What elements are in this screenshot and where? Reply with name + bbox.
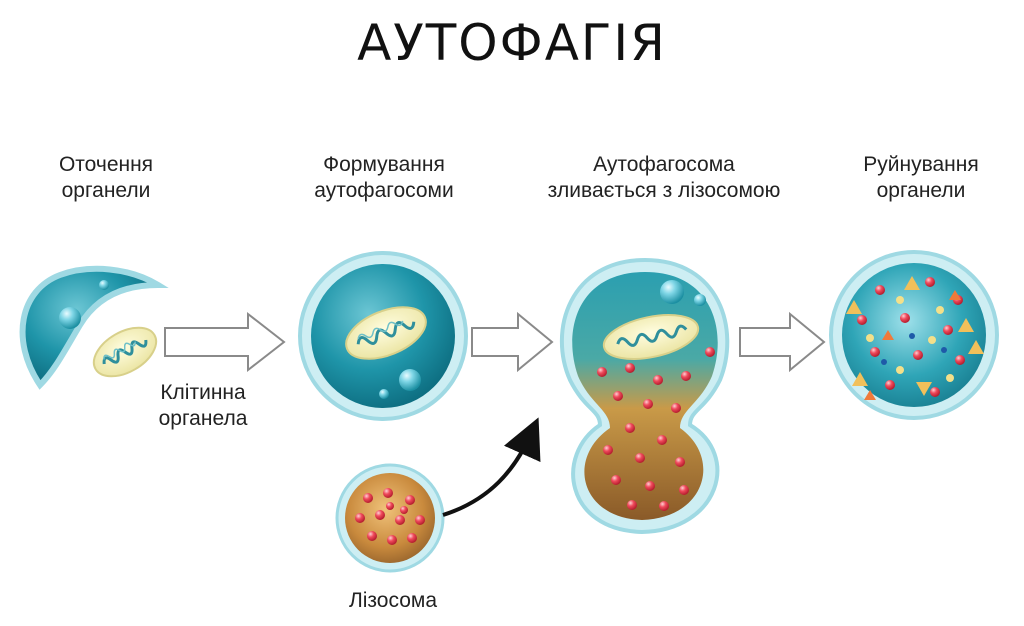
vesicle-bubble [694,294,706,306]
arrow-right [739,311,826,373]
organelle-label: Клітинна органела [138,380,268,432]
vesicle-bubble [379,389,389,399]
vesicle-bubble [660,280,684,304]
degradation-fragments [846,276,984,400]
enzyme-particles [597,347,715,511]
phagophore [19,265,169,390]
curved-arrow [442,417,541,517]
vesicle-bubble [99,280,109,290]
diagram-title: АУТОФАГІЯ [357,14,667,72]
autolysosome [559,257,730,535]
arrow-right [471,311,554,373]
stage-label-surround: Оточення органели [16,152,196,204]
organelle-label-line1: Клітинна [160,381,246,404]
vesicle-bubble [59,307,81,329]
stage-label-surround-line1: Оточення [58,153,154,176]
stage-label-destruction: Руйнування органели [826,152,1016,204]
enzyme-particles [355,488,425,545]
stage-label-destruction-line2: органели [876,179,966,202]
stage-label-fusion-line2: зливається з лізосомою [547,179,781,202]
degrading-vesicle [829,250,999,420]
stage-label-surround-line2: органели [61,179,151,202]
stage-label-fusion-line1: Аутофагосома [593,153,735,176]
stage-label-formation-line2: аутофагосоми [314,179,454,202]
arrow-right [164,311,286,373]
stage-label-formation-line1: Формування [323,153,445,176]
stage-label-formation: Формування аутофагосоми [284,152,484,204]
stage-label-destruction-line1: Руйнування [863,153,979,176]
lysosome-label: Лізосома [348,589,438,612]
organelle-label-line2: органела [158,407,248,430]
autophagosome [298,251,468,421]
lysosome [335,463,445,573]
stage-label-fusion: Аутофагосома зливається з лізосомою [514,152,814,204]
vesicle-bubble [399,369,421,391]
mitochondrion-free [92,326,158,378]
